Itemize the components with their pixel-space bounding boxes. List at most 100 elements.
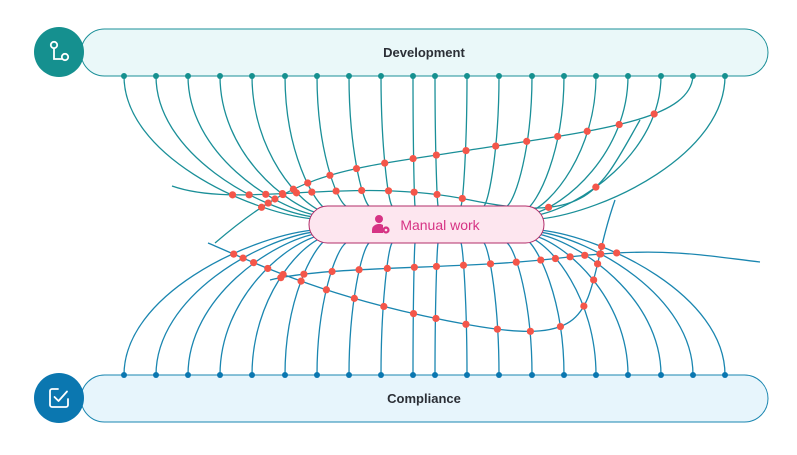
manual-work-marker	[432, 262, 441, 271]
manual-work-marker	[593, 260, 602, 268]
compliance-anchor-dot	[690, 372, 696, 378]
manual-work-marker	[257, 203, 266, 211]
manual-work-marker	[300, 270, 308, 278]
manual-work-marker	[297, 277, 305, 285]
development-connection	[219, 75, 323, 215]
development-connection	[434, 75, 439, 207]
development-anchor-dot	[249, 73, 255, 79]
manual-work-marker	[410, 263, 418, 271]
compliance-anchor-dot	[121, 372, 127, 378]
git-branch-icon	[34, 27, 84, 77]
development-connection	[523, 75, 565, 212]
compliance-anchor-dot	[432, 372, 438, 378]
manual-work-marker	[262, 190, 270, 198]
compliance-connection	[155, 230, 317, 376]
manual-work-marker	[381, 159, 389, 167]
manual-work-node[interactable]: Manual work	[308, 205, 545, 244]
development-anchor-dot	[529, 73, 535, 79]
development-lane[interactable]: Development	[34, 27, 769, 77]
development-connection	[527, 75, 597, 214]
compliance-connection	[506, 242, 533, 376]
development-anchor-dot	[432, 73, 438, 79]
manual-work-marker	[409, 154, 417, 163]
development-connection	[533, 75, 662, 217]
manual-work-marker	[250, 259, 258, 267]
manual-work-marker	[355, 266, 363, 274]
development-anchor-dot	[314, 73, 320, 79]
manual-work-marker	[523, 137, 531, 145]
development-connection	[506, 75, 533, 207]
development-anchor-dot	[496, 73, 502, 79]
manual-work-marker	[264, 199, 272, 207]
development-connection	[155, 75, 317, 219]
development-anchor-dot	[217, 73, 223, 79]
manual-work-marker	[551, 254, 560, 263]
manual-work-marker	[537, 256, 545, 264]
compliance-anchor-dot	[464, 372, 470, 378]
manual-work-marker	[583, 127, 591, 135]
compliance-connection	[187, 232, 320, 376]
development-anchor-dot	[121, 73, 127, 79]
manual-work-marker	[462, 320, 470, 328]
compliance-connection	[527, 235, 597, 376]
compliance-connection	[483, 242, 500, 376]
manual-work-marker	[433, 190, 441, 199]
manual-work-marker	[650, 110, 658, 118]
development-anchor-dot	[410, 73, 416, 79]
development-anchor-dot	[658, 73, 664, 79]
manual-work-marker	[304, 179, 312, 187]
manual-work-marker	[462, 147, 470, 155]
manual-work-marker	[358, 186, 366, 195]
manual-work-marker	[459, 261, 468, 269]
compliance-anchor-dot	[410, 372, 416, 378]
development-connection	[483, 75, 500, 207]
manual-work-marker	[544, 203, 553, 211]
development-connection	[348, 75, 370, 207]
manual-work-marker	[554, 132, 562, 141]
manual-work-crossing-curve	[171, 119, 641, 209]
compliance-label: Compliance	[387, 391, 461, 406]
manual-work-marker	[598, 242, 606, 251]
compliance-anchor-dots	[121, 372, 728, 378]
compliance-connection	[412, 242, 416, 376]
compliance-connection	[123, 229, 314, 376]
user-gear-icon	[371, 215, 390, 234]
compliance-anchor-dot	[314, 372, 320, 378]
manual-work-marker	[590, 276, 598, 284]
compliance-connection	[460, 242, 468, 376]
compliance-anchor-dot	[529, 372, 535, 378]
manual-work-marker	[597, 250, 605, 258]
manual-work-marker	[566, 253, 574, 261]
compliance-anchor-dot	[625, 372, 631, 378]
manual-work-marker	[271, 195, 279, 203]
compliance-anchor-dot	[593, 372, 599, 378]
compliance-anchor-dot	[282, 372, 288, 378]
manual-work-marker	[350, 294, 358, 302]
compliance-anchor-dot	[346, 372, 352, 378]
manual-work-marker	[292, 189, 301, 197]
manual-work-marker	[322, 286, 330, 294]
connection-curves	[123, 75, 761, 376]
compliance-connection	[348, 242, 370, 376]
development-connection	[316, 75, 347, 207]
manual-work-marker	[458, 194, 466, 203]
compliance-anchor-dot	[561, 372, 567, 378]
manual-work-marker	[328, 267, 336, 276]
development-connection	[187, 75, 320, 217]
compliance-anchor-dot	[185, 372, 191, 378]
development-anchor-dot	[690, 73, 696, 79]
manual-work-marker	[580, 302, 588, 310]
manual-work-marker	[592, 183, 600, 191]
manual-work-marker	[613, 249, 621, 257]
compliance-anchor-dot	[378, 372, 384, 378]
development-connection	[530, 75, 629, 215]
compliance-anchor-dot	[722, 372, 728, 378]
compliance-anchor-dot	[658, 372, 664, 378]
development-connection	[412, 75, 416, 207]
manual-work-marker	[352, 164, 361, 173]
manual-work-marker	[308, 188, 316, 196]
development-connection	[539, 75, 726, 220]
compliance-lane[interactable]: Compliance	[34, 373, 769, 423]
manual-work-marker	[410, 188, 418, 196]
